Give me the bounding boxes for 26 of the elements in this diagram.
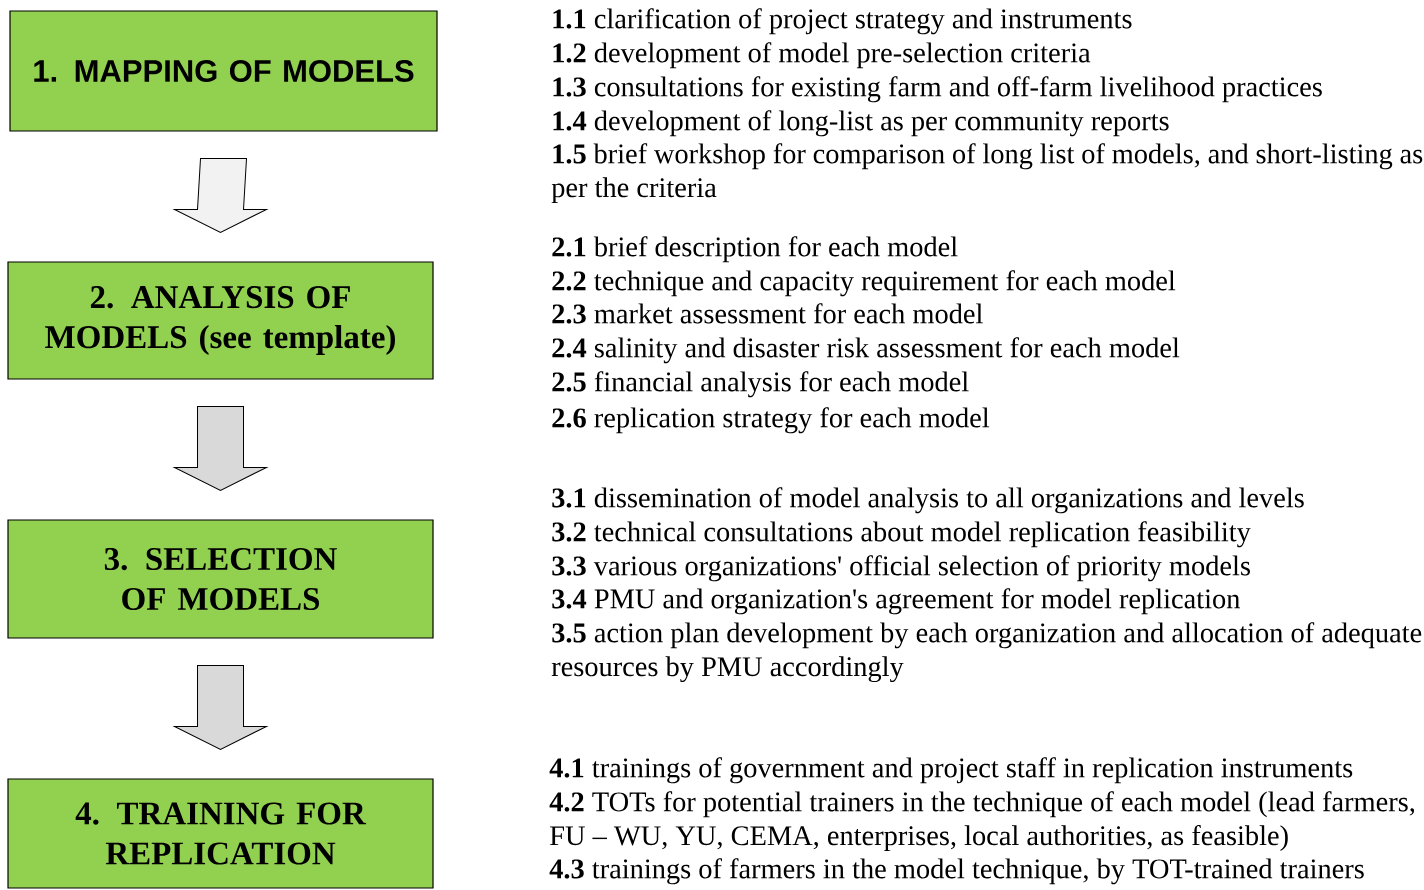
block-arrow xyxy=(174,406,267,491)
block-arrow xyxy=(174,158,267,233)
list-item: 3.4 PMU and organization's agreement for model replication xyxy=(552,588,1240,615)
list-item: 4.2 TOTs for potential trainers in the technique of each model (lead farmers, FU – WU, YU, CEMA, enterprises, local authorities, as feasible) xyxy=(549,791,1415,852)
process-box: 2. ANALYSIS OF MODELS (see template) xyxy=(7,261,434,380)
list-item: 3.1 dissemination of model analysis to all organizations and levels xyxy=(552,487,1304,514)
list-item: 1.1 clarification of project strategy and instruments xyxy=(553,8,1132,35)
list-item: 2.1 brief description for each model xyxy=(552,236,958,263)
list-item: 3.5 action plan development by each organization and allocation of adequate resources by PMU accordingly xyxy=(551,622,1422,683)
list-item: 4.3 trainings of farmers in the model technique, by TOT-trained trainers xyxy=(549,858,1364,885)
list-item: 2.4 salinity and disaster risk assessment for each model xyxy=(552,337,1180,364)
process-box: 3. SELECTION OF MODELS xyxy=(7,519,434,639)
block-arrow xyxy=(174,665,267,750)
list-item: 2.2 technique and capacity requirement for each model xyxy=(552,270,1176,297)
list-item: 1.2 development of model pre-selection criteria xyxy=(553,42,1091,69)
list-item: 1.3 consultations for existing farm and off-farm livelihood practices xyxy=(553,76,1322,103)
list-item: 2.3 market assessment for each model xyxy=(552,303,983,324)
list-item: 1.5 brief workshop for comparison of long list of models, and short-listing as per the criteria xyxy=(551,143,1423,204)
list-item: 2.6 replication strategy for each model xyxy=(552,407,990,434)
process-box: 4. TRAINING FOR REPLICATION xyxy=(7,778,434,889)
list-item: 2.5 financial analysis for each model xyxy=(552,371,969,398)
list-item: 1.4 development of long-list as per community reports xyxy=(553,110,1169,137)
process-box: 1. MAPPING OF MODELS xyxy=(9,10,438,132)
list-item: 4.1 trainings of government and project staff in replication instruments xyxy=(549,757,1353,784)
list-item: 3.3 various organizations' official selection of priority models xyxy=(552,555,1250,582)
list-item: 3.2 technical consultations about model replication feasibility xyxy=(552,521,1251,548)
